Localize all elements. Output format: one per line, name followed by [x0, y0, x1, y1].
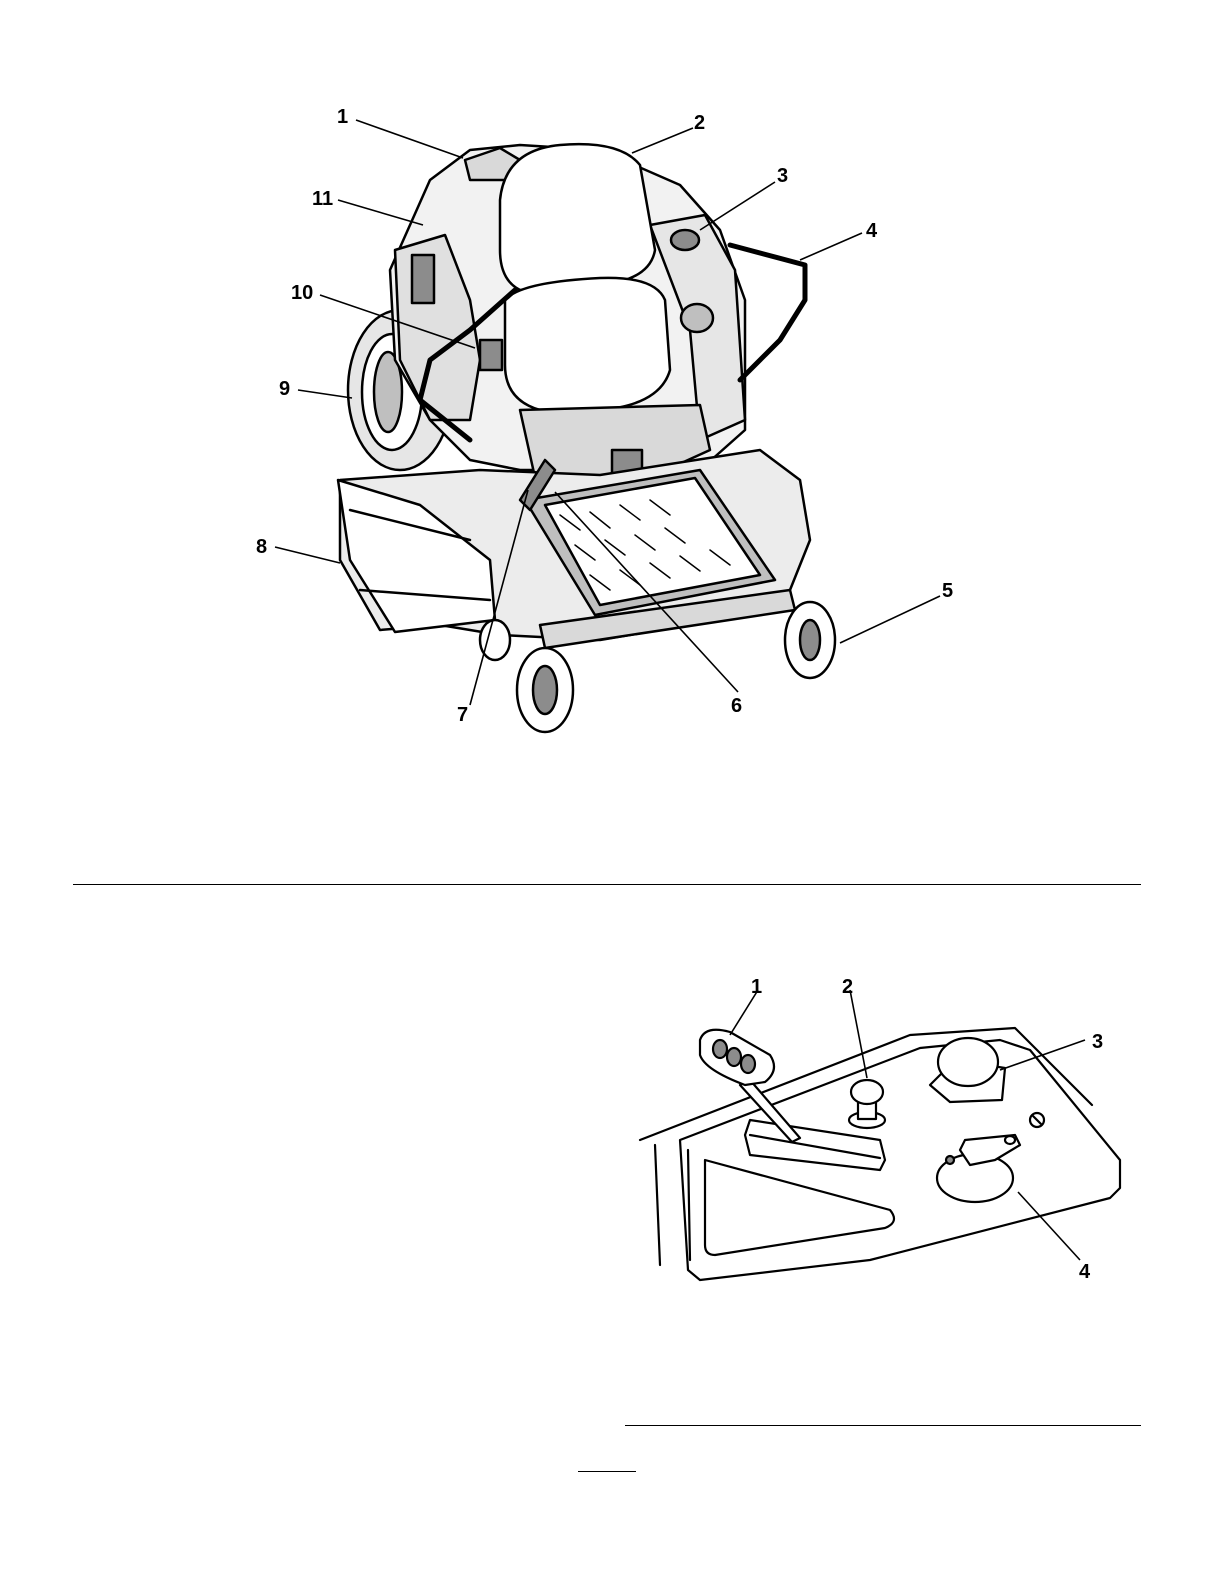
callout-6: 6 — [731, 696, 742, 716]
callout-4: 4 — [866, 221, 877, 241]
panel-callout-4: 4 — [1079, 1262, 1090, 1282]
callout-7: 7 — [457, 705, 468, 725]
callout-10: 10 — [291, 283, 313, 303]
leader-line-4 — [800, 233, 862, 260]
callout-1: 1 — [337, 107, 348, 127]
footer-rule — [578, 1471, 636, 1472]
leader-line-8 — [275, 547, 340, 563]
leader-line-9 — [298, 390, 352, 398]
callout-11: 11 — [312, 189, 333, 209]
section-divider — [73, 884, 1141, 885]
leader-line-3 — [700, 182, 775, 230]
callout-3: 3 — [777, 166, 788, 186]
callout-2: 2 — [694, 113, 705, 133]
leader-line-1 — [356, 120, 463, 158]
seat-back — [500, 144, 655, 290]
choke-knob-icon — [851, 1080, 883, 1104]
callout-8: 8 — [256, 537, 267, 557]
pto-knob-icon — [938, 1038, 998, 1086]
mower-illustration — [0, 0, 1224, 760]
control-panel-illustration — [600, 960, 1160, 1300]
panel-callout-3: 3 — [1092, 1032, 1103, 1052]
leader-line-p2 — [850, 990, 867, 1078]
panel-callout-1: 1 — [751, 977, 762, 997]
callout-9: 9 — [279, 379, 290, 399]
callout-5: 5 — [942, 581, 953, 601]
leader-line-2 — [632, 128, 693, 153]
leader-line-5 — [840, 596, 940, 643]
leader-line-11 — [338, 200, 423, 225]
mower-overview-figure: 1 2 3 4 5 6 7 8 9 10 11 — [0, 0, 1224, 760]
control-panel-figure: 1 2 3 4 — [600, 960, 1160, 1300]
panel-callout-2: 2 — [842, 977, 853, 997]
seat-cushion — [505, 278, 670, 410]
column-divider — [625, 1425, 1141, 1426]
